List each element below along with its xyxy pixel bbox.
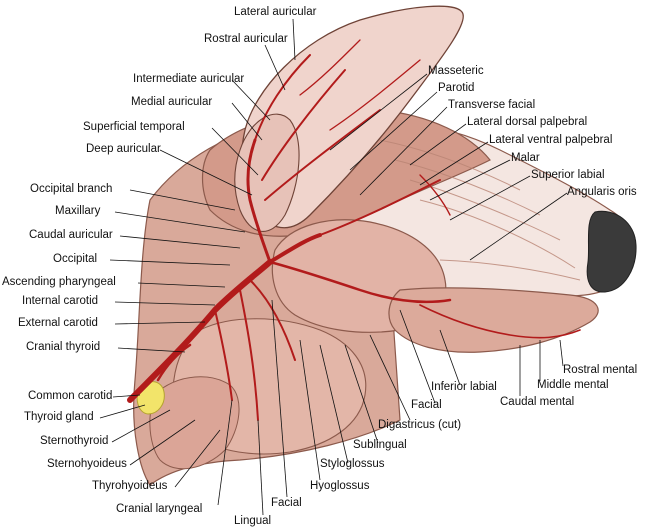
label-maxillary: Maxillary	[55, 205, 101, 217]
label-thyrohyoideus: Thyrohyoideus	[92, 480, 168, 492]
label-styloglossus: Styloglossus	[320, 458, 385, 470]
label-caudal-mental: Caudal mental	[500, 396, 575, 408]
label-lateral-auricular: Lateral auricular	[234, 6, 317, 18]
label-caudal-auricular: Caudal auricular	[29, 229, 113, 241]
label-parotid: Parotid	[438, 82, 475, 94]
label-rostral-mental: Rostral mental	[563, 364, 638, 376]
label-superficial-temporal: Superficial temporal	[83, 121, 185, 133]
label-facial-lower: Facial	[271, 497, 302, 509]
label-common-carotid: Common carotid	[28, 390, 113, 402]
leader-lines	[99, 18, 568, 516]
label-masseteric: Masseteric	[428, 65, 484, 77]
label-deep-auricular: Deep auricular	[86, 143, 161, 155]
label-internal-carotid: Internal carotid	[22, 295, 99, 307]
label-cranial-thyroid: Cranial thyroid	[26, 341, 101, 353]
label-hyoglossus: Hyoglossus	[310, 480, 370, 492]
label-sublingual: Sublingual	[353, 439, 407, 451]
label-occipital-branch: Occipital branch	[30, 183, 113, 195]
label-malar: Malar	[511, 152, 540, 164]
lower-jaw	[388, 287, 599, 353]
label-lingual: Lingual	[234, 515, 272, 527]
label-ascending-pharyngeal: Ascending pharyngeal	[2, 276, 116, 288]
label-thyroid-gland: Thyroid gland	[24, 411, 94, 423]
label-inferior-labial: Inferior labial	[431, 381, 497, 393]
label-digastricus: Digastricus (cut)	[378, 419, 462, 431]
label-lateral-ventral-palpebral: Lateral ventral palpebral	[489, 134, 613, 146]
label-sternohyoideus: Sternohyoideus	[47, 458, 127, 470]
label-cranial-laryngeal: Cranial laryngeal	[116, 503, 203, 515]
label-rostral-auricular: Rostral auricular	[204, 33, 288, 45]
label-lateral-dorsal-palpebral: Lateral dorsal palpebral	[467, 116, 588, 128]
muzzle-stripes	[379, 139, 581, 281]
artery-tree	[127, 39, 581, 421]
label-intermediate-auricular: Intermediate auricular	[133, 73, 245, 85]
label-angularis-oris: Angularis oris	[567, 186, 637, 198]
label-facial-right: Facial	[411, 399, 442, 411]
label-external-carotid: External carotid	[18, 317, 98, 329]
label-transverse-facial: Transverse facial	[448, 99, 536, 111]
label-occipital: Occipital	[53, 253, 98, 265]
label-medial-auricular: Medial auricular	[131, 96, 213, 108]
label-middle-mental: Middle mental	[537, 379, 609, 391]
nose	[586, 210, 637, 293]
label-superior-labial: Superior labial	[531, 169, 605, 181]
label-sternothyroid: Sternothyroid	[40, 435, 109, 447]
